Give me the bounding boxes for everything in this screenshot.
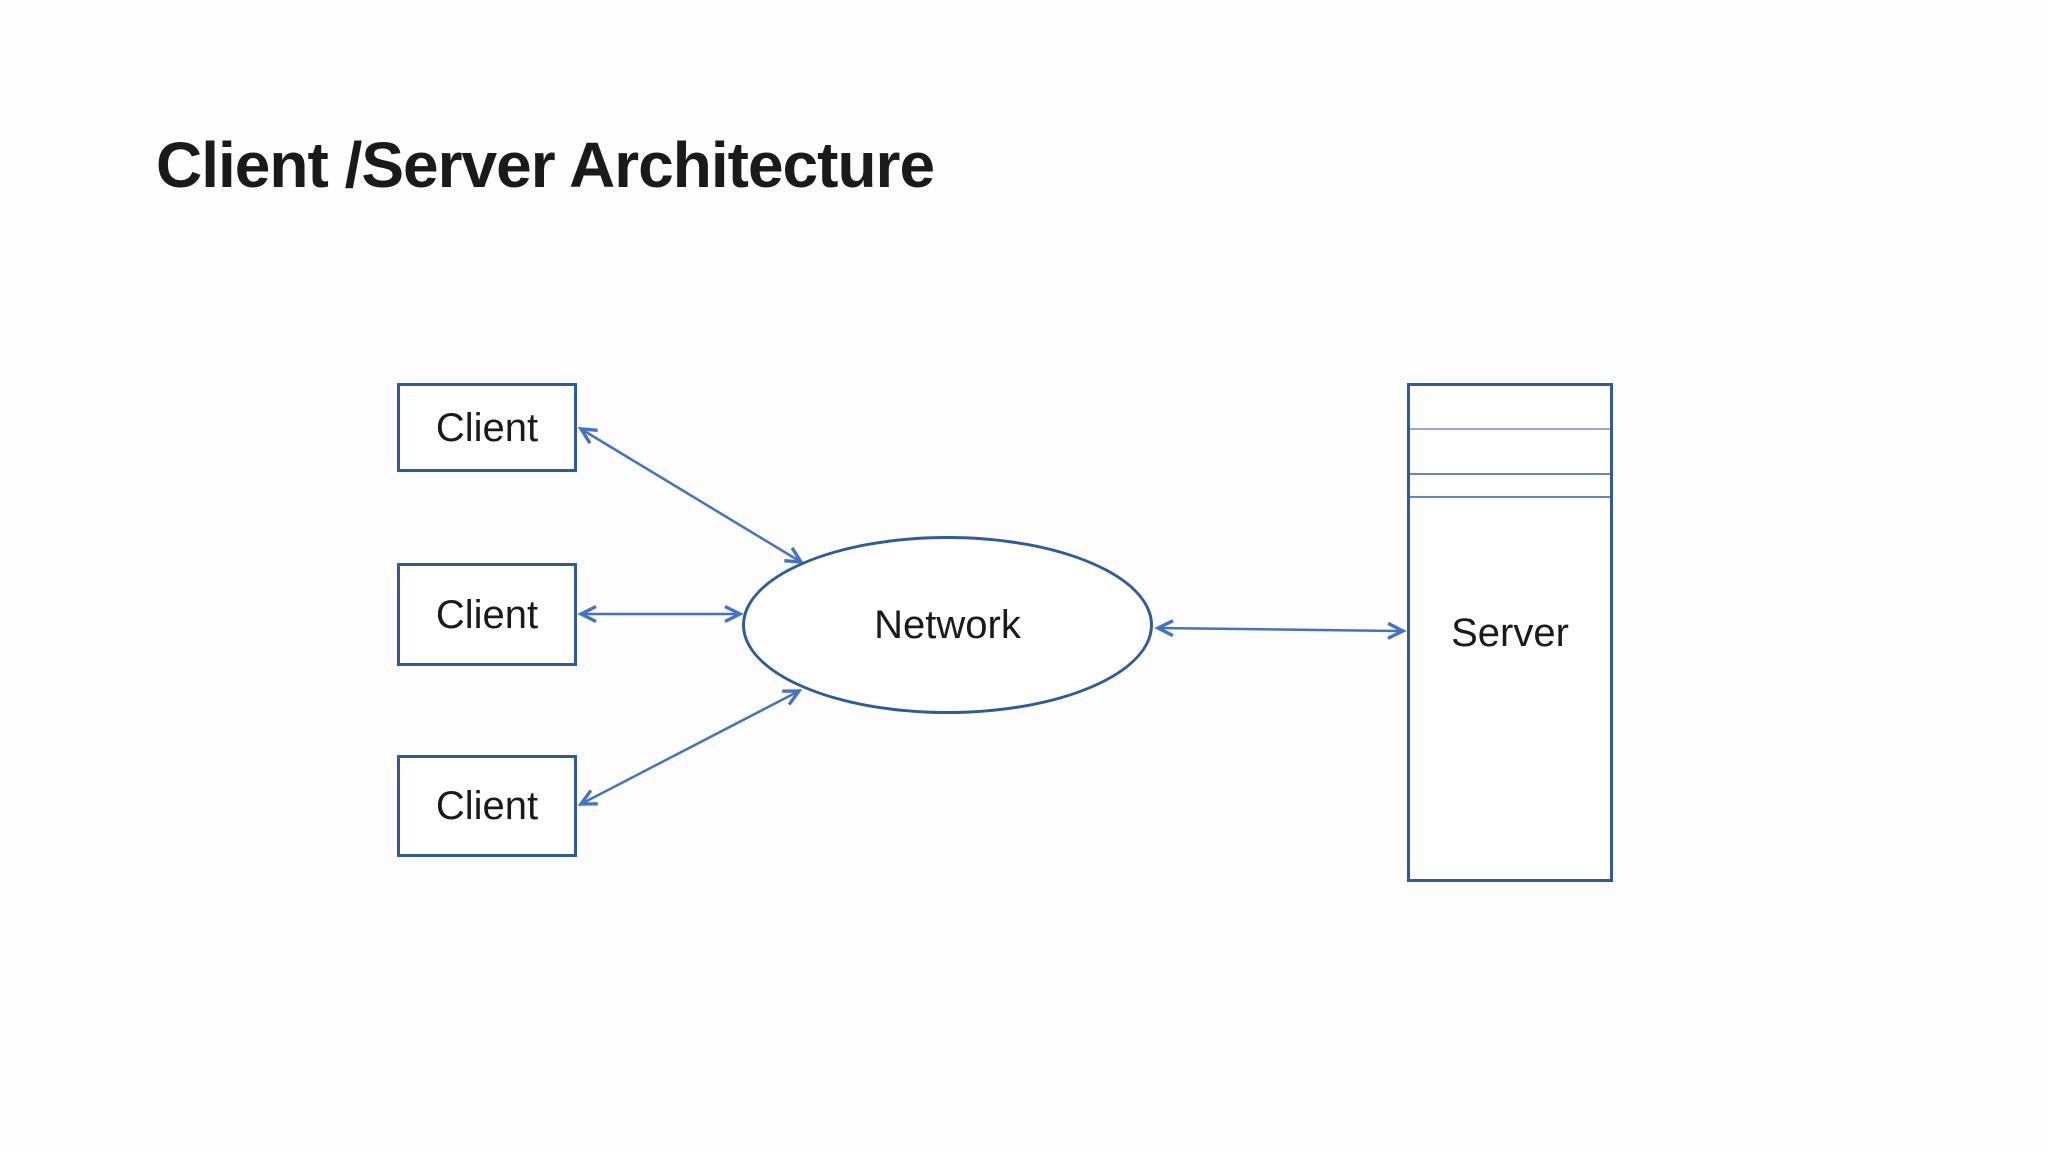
arrow-network-server <box>1154 619 1407 640</box>
client-node-2-label: Client <box>435 592 539 637</box>
arrow-client3-network <box>577 689 803 806</box>
network-node-label: Network <box>874 603 1021 647</box>
slide-title: Client /Server Architecture <box>156 129 935 201</box>
network-node: Network <box>742 536 1153 714</box>
server-divider-1 <box>1410 428 1610 430</box>
client-node-3-label: Client <box>435 784 539 828</box>
server-node-label: Server <box>1451 610 1569 655</box>
client-node-3: Client <box>397 755 577 857</box>
client-node-1: Client <box>397 383 577 472</box>
arrow-client1-network <box>577 427 805 564</box>
client-node-2: Client <box>397 563 577 666</box>
server-divider-3 <box>1410 496 1610 498</box>
server-divider-2 <box>1410 473 1610 475</box>
server-node: Server <box>1407 383 1613 882</box>
client-node-1-label: Client <box>435 405 539 450</box>
